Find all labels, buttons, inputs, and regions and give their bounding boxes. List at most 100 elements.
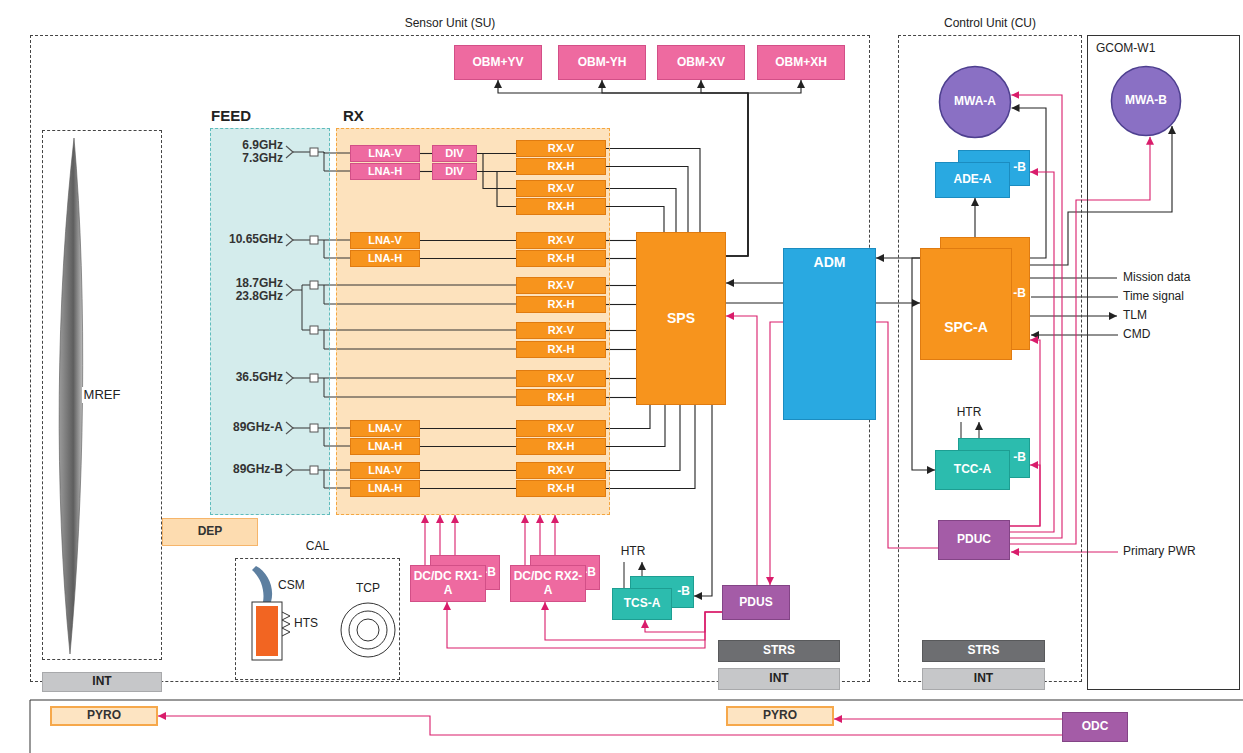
wheel-circle: MWA-B xyxy=(1110,65,1182,137)
box-label: PDUS xyxy=(739,596,772,610)
box-label: INT xyxy=(92,675,111,689)
structure-bar: STRS xyxy=(922,640,1045,662)
box-label: LNA-H xyxy=(368,482,402,495)
box-label: -B xyxy=(1013,161,1026,175)
box-label: INT xyxy=(769,672,788,686)
unit-box: RX-V xyxy=(516,322,606,339)
frequency-label: 36.5GHz xyxy=(236,371,283,384)
box-label: RX-H xyxy=(548,252,575,265)
power-connector xyxy=(447,602,722,648)
region-heading: FEED xyxy=(211,107,329,124)
box-label: TCS-A xyxy=(624,597,661,611)
unit-box: RX-H xyxy=(516,389,606,406)
box-label: DIV xyxy=(445,147,463,160)
box-label: LNA-V xyxy=(368,234,402,247)
box-label: RX-H xyxy=(548,200,575,213)
power-connector xyxy=(834,718,1062,719)
signal-connector xyxy=(420,446,516,447)
box-label: DIV xyxy=(445,165,463,178)
signal-connector xyxy=(726,282,783,283)
box-label: SPS xyxy=(667,310,695,326)
unit-box: TCS-A xyxy=(612,588,672,620)
box-label: OBM+XH xyxy=(775,56,827,70)
box-label: LNA-V xyxy=(368,464,402,477)
spacecraft-boundary xyxy=(30,700,1243,753)
box-label: SPC-A xyxy=(944,319,988,335)
unit-box: LNA-H xyxy=(350,250,420,267)
power-connector xyxy=(1010,137,1150,544)
box-label: RX-V xyxy=(548,234,574,247)
region-heading: CAL xyxy=(236,540,399,554)
interface-bar: INT xyxy=(718,668,840,690)
power-connector xyxy=(726,316,757,585)
box-label: -B xyxy=(1013,287,1026,301)
deploy-box: DEP xyxy=(162,518,258,546)
box-label: PYRO xyxy=(763,709,797,723)
signal-connector xyxy=(602,80,748,256)
signal-connector xyxy=(498,80,748,256)
reflector-region: MREF xyxy=(42,130,162,660)
signal-label: Mission data xyxy=(1123,271,1190,284)
signal-connector xyxy=(606,149,700,233)
signal-connector xyxy=(420,428,516,429)
power-box: ODC xyxy=(1062,712,1128,742)
box-label: LNA-H xyxy=(368,440,402,453)
box-label: PYRO xyxy=(87,709,121,723)
signal-connector xyxy=(701,80,748,256)
power-box: PDUC xyxy=(938,520,1010,560)
signal-connector xyxy=(606,397,636,398)
box-label: MREF xyxy=(82,387,123,404)
tcp-circle xyxy=(341,603,395,657)
omt-square xyxy=(310,281,318,289)
signal-connector xyxy=(606,304,636,305)
signal-label: HTR xyxy=(621,545,646,558)
signal-connector xyxy=(606,378,636,379)
signal-label: HTR xyxy=(957,406,982,419)
unit-box: RX-H xyxy=(516,250,606,267)
unit-box: LNA-V xyxy=(350,420,420,437)
unit-box: ADM xyxy=(783,248,876,420)
unit-box: RX-V xyxy=(516,140,606,157)
unit-box: LNA-H xyxy=(350,163,420,180)
signal-label: CSM xyxy=(278,579,305,592)
unit-box: DIV xyxy=(432,145,477,162)
signal-label: CMD xyxy=(1123,328,1150,341)
unit-box: RX-V xyxy=(516,462,606,479)
unit-box: DC/DC RX1-A xyxy=(410,565,486,602)
box-label: RX-V xyxy=(548,464,574,477)
unit-box: SPC-A xyxy=(920,248,1012,360)
unit-box: LNA-V xyxy=(350,462,420,479)
unit-box: LNA-V xyxy=(350,145,420,162)
box-label: LNA-V xyxy=(368,422,402,435)
signal-connector xyxy=(606,207,664,233)
hts-fins xyxy=(282,612,290,636)
feed-region-fill xyxy=(210,128,330,515)
box-label: RX-H xyxy=(548,391,575,404)
omt-square xyxy=(310,326,318,334)
box-label: RX-V xyxy=(548,372,574,385)
unit-box: RX-V xyxy=(516,370,606,387)
signal-label: TCP xyxy=(356,582,380,595)
signal-connector xyxy=(420,470,516,471)
box-label: TCC-A xyxy=(954,463,991,477)
box-label: ODC xyxy=(1082,720,1109,734)
box-label: LNA-H xyxy=(368,165,402,178)
tcp-circle xyxy=(349,611,387,649)
box-label: MWA-B xyxy=(1125,94,1167,108)
power-connector xyxy=(158,716,1062,735)
frequency-label: 89GHz-B xyxy=(233,463,283,476)
signal-connector xyxy=(606,258,636,259)
box-label: RX-V xyxy=(548,279,574,292)
box-label: RX-H xyxy=(548,298,575,311)
signal-connector xyxy=(606,330,636,331)
box-label: RX-H xyxy=(548,343,575,356)
reflector-shape xyxy=(59,138,83,654)
power-connector xyxy=(1010,340,1040,526)
region-heading: Sensor Unit (SU) xyxy=(31,17,869,31)
frequency-label: 18.7GHz xyxy=(236,277,283,290)
hts-target xyxy=(256,606,278,656)
region-heading: Control Unit (CU) xyxy=(899,17,1081,31)
signal-connector xyxy=(726,80,801,256)
box-label: DEP xyxy=(198,525,223,539)
